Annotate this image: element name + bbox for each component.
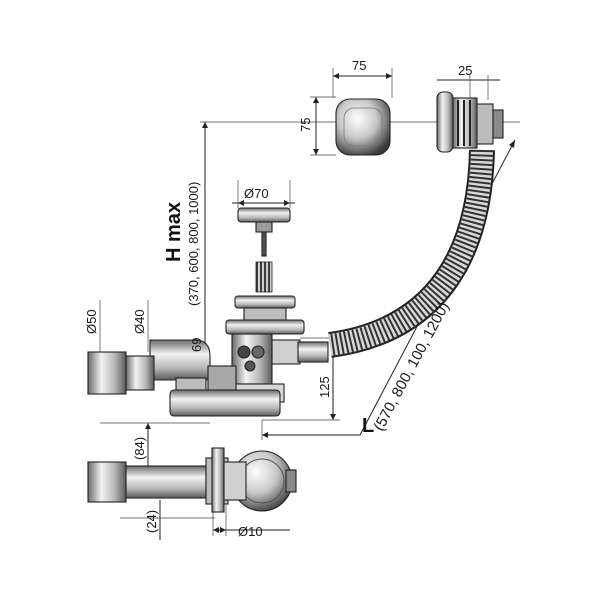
plan-view: [87, 447, 297, 513]
overflow-knob: [335, 98, 391, 156]
label-h-top: 75: [298, 118, 313, 132]
label-d-plug: Ø70: [244, 186, 269, 201]
flexible-hose: [328, 149, 495, 358]
label-w-overflow: 25: [458, 63, 472, 78]
label-d-24: (24): [144, 510, 159, 533]
label-d-10: Ø10: [238, 524, 263, 539]
label-h-69: 69: [189, 338, 204, 352]
label-d-inner: Ø40: [132, 309, 147, 334]
outlet-pipe: [87, 351, 155, 395]
overflow-unit: [436, 91, 504, 153]
label-d-84: (84): [132, 437, 147, 460]
spring: [255, 261, 273, 293]
label-w-top: 75: [352, 58, 366, 73]
label-d-outer: Ø50: [84, 309, 99, 334]
siphon-trap: [149, 339, 281, 417]
label-l-title: L: [362, 415, 374, 437]
label-h-max-title: H max: [163, 202, 185, 262]
label-h-125: 125: [317, 376, 332, 398]
strainer: [234, 295, 296, 321]
drain-plug: [237, 207, 291, 257]
label-h-max-values: (370, 600, 800, 1000): [186, 182, 201, 306]
